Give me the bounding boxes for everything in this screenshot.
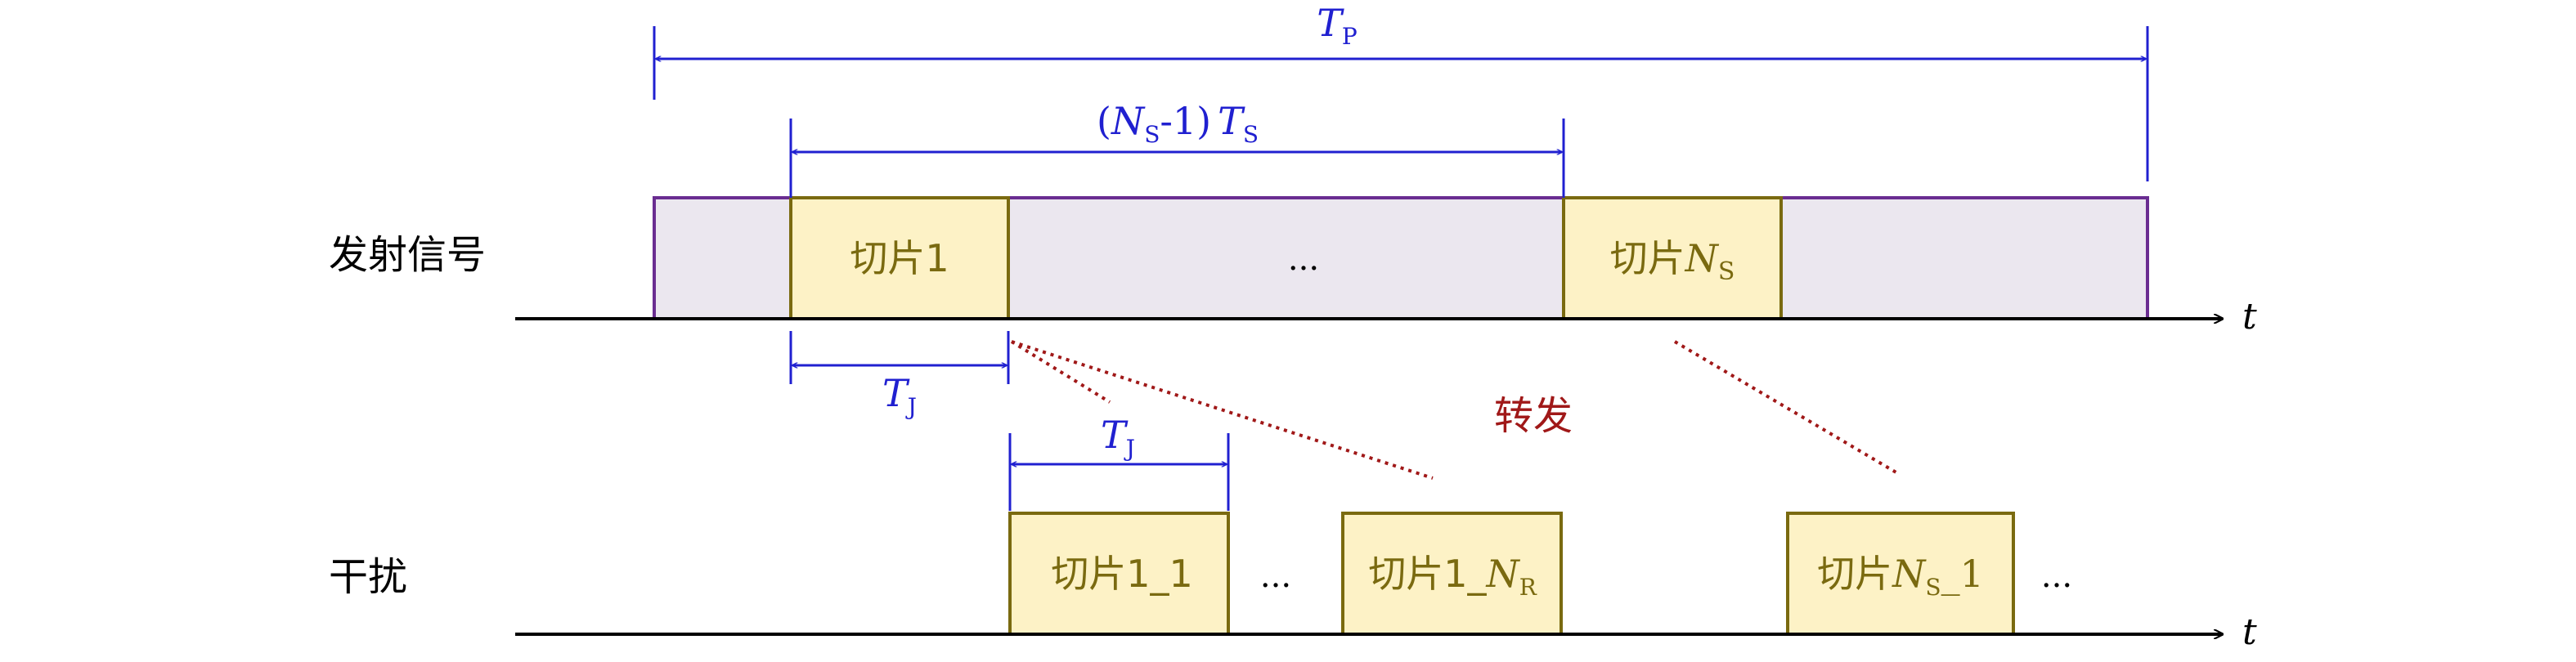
ns-ts-label: (NS-1)TS [1097, 99, 1259, 148]
jamming-ellipsis-2: ... [2041, 557, 2072, 595]
transmit-signal-label: 发射信号 [329, 232, 486, 278]
jamming-slice-ns-1-label: 切片NS_1 [1817, 552, 1984, 601]
jamming-slice-1-1-label: 切片1_1 [1051, 552, 1193, 596]
transmit-slice-1-label: 切片1 [850, 236, 949, 280]
jamming-label: 干扰 [329, 554, 407, 600]
tj-top-label: TJ [882, 371, 917, 420]
transmit-slice-ns-label: 切片NS [1610, 236, 1735, 286]
jamming-slice-1-nr-label: 切片1_NR [1368, 552, 1537, 601]
transmit-slice-ns [1562, 196, 1783, 320]
forward-line-ns [1673, 340, 1901, 476]
forward-line-long [1011, 340, 1434, 480]
jamming-ellipsis-1: ... [1260, 557, 1291, 595]
transmit-ellipsis: ... [1288, 240, 1319, 278]
transmit-time-symbol: t [2242, 296, 2257, 338]
jamming-slice-1-nr [1341, 512, 1563, 636]
forward-line-short [1010, 340, 1111, 404]
jamming-time-symbol: t [2242, 611, 2257, 653]
tj-bottom-label: TJ [1101, 413, 1135, 462]
forward-label: 转发 [1494, 393, 1573, 439]
transmit-slice-1 [789, 196, 1010, 320]
tp-label: TP [1317, 1, 1358, 50]
